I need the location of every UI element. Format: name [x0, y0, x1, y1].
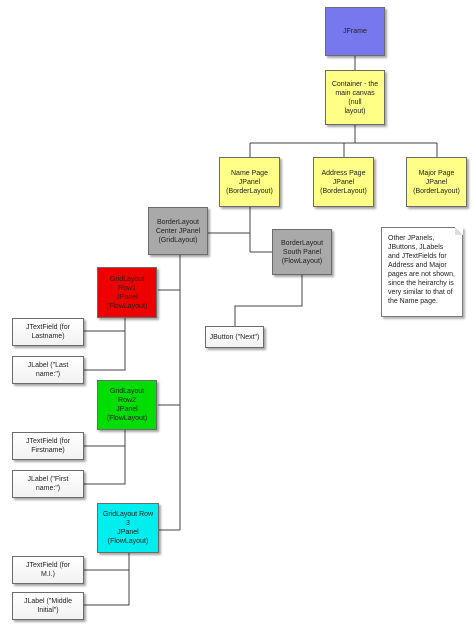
lbl-firstname-node: JLabel ("First name:") [12, 470, 84, 498]
tf-lastname-node: JTextField (for Lastname) [12, 318, 84, 346]
center-panel-node: BorderLayout Center JPanel (GridLayout) [148, 207, 208, 255]
tf-firstname-node: JTextField (for Firstname) [12, 432, 84, 460]
jframe-label: JFrame [343, 28, 367, 35]
container-node: Container - the main canvas (null layout… [325, 70, 385, 125]
button-next-node: JButton ("Next") [205, 326, 264, 348]
note-text: Other JPanels, JButtons, JLabels and JTe… [388, 235, 455, 305]
row3-node: GridLayout Row 3 JPanel (FlowLayout) [97, 503, 159, 553]
row2-label: GridLayout Row2 JPanel (FlowLayout) [106, 388, 148, 422]
address-page-label: Address Page JPanel (BorderLayout) [320, 169, 367, 195]
tf-mi-node: JTextField (for M.I.) [12, 556, 84, 584]
name-page-node: Name Page JPanel (BorderLayout) [219, 157, 280, 207]
south-panel-label: BorderLayout South Panel (FlowLayout) [280, 239, 324, 265]
row3-label: GridLayout Row 3 JPanel (FlowLayout) [102, 511, 154, 545]
south-panel-node: BorderLayout South Panel (FlowLayout) [272, 229, 332, 275]
lbl-mi-label: JLabel ("Middle Initial") [23, 598, 72, 614]
tf-lastname-label: JTextField (for Lastname) [26, 324, 70, 340]
row1-node: GridLayout Row1 JPanel (FlowLayout) [97, 267, 157, 318]
center-panel-label: BorderLayout Center JPanel (GridLayout) [155, 218, 201, 244]
lbl-lastname-label: JLabel ("Last name:") [27, 362, 69, 378]
lbl-firstname-label: JLabel ("First name:") [27, 476, 69, 492]
button-next-label: JButton ("Next") [209, 333, 260, 341]
tf-mi-label: JTextField (for M.I.) [26, 562, 70, 578]
address-page-node: Address Page JPanel (BorderLayout) [313, 157, 374, 207]
row2-node: GridLayout Row2 JPanel (FlowLayout) [97, 380, 157, 430]
note-box: Other JPanels, JButtons, JLabels and JTe… [381, 227, 463, 317]
lbl-mi-node: JLabel ("Middle Initial") [12, 592, 84, 620]
name-page-label: Name Page JPanel (BorderLayout) [226, 169, 273, 195]
container-label: Container - the main canvas (null layout… [331, 80, 379, 115]
jframe-node: JFrame [325, 7, 385, 56]
major-page-node: Major Page JPanel (BorderLayout) [406, 157, 467, 207]
lbl-lastname-node: JLabel ("Last name:") [12, 356, 84, 384]
major-page-label: Major Page JPanel (BorderLayout) [413, 169, 460, 195]
tf-firstname-label: JTextField (for Firstname) [26, 438, 70, 454]
row1-label: GridLayout Row1 JPanel (FlowLayout) [106, 275, 148, 310]
